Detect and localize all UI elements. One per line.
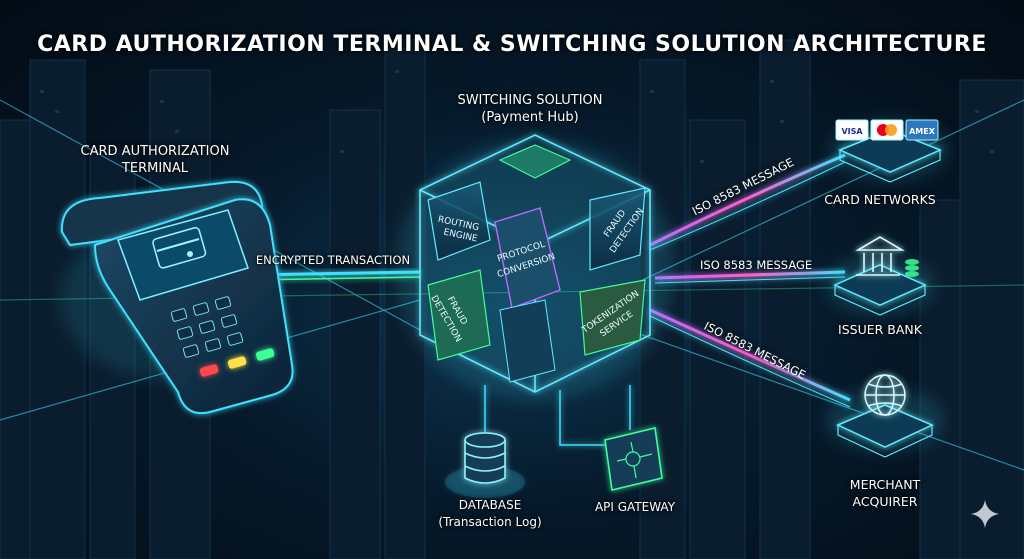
module-protocol-conversion[interactable]: PROTOCOL CONVERSION xyxy=(494,207,561,309)
amex-text: AMEX xyxy=(909,127,936,136)
terminal-function-keys xyxy=(199,348,275,377)
globe-icon xyxy=(864,374,906,416)
coin-stack-icon xyxy=(905,259,919,277)
hub-title: SWITCHING SOLUTION (Payment Hub) xyxy=(430,92,630,126)
module-central-grid xyxy=(499,299,556,383)
terminal-keypad xyxy=(170,296,244,358)
switching-hub-cube: ROUTING ENGINE PROTOCOL CONVERSION FRAUD… xyxy=(395,134,675,400)
merchant-acquirer-line2: ACQUIRER xyxy=(852,494,918,509)
sparkle-icon xyxy=(971,500,999,528)
iso-beam-merchant-acquirer xyxy=(649,308,851,408)
page-title: CARD AUTHORIZATION TERMINAL & SWITCHING … xyxy=(37,32,987,57)
visa-text: VISA xyxy=(841,127,863,136)
mastercard-logo xyxy=(870,119,904,141)
iso-beam-issuer-bank xyxy=(654,270,846,284)
issuer-bank-label: ISSUER BANK xyxy=(838,322,922,337)
building-windows xyxy=(40,70,994,163)
card-icon xyxy=(152,226,207,269)
bank-icon xyxy=(855,236,905,276)
terminal-label: CARD AUTHORIZATION TERMINAL xyxy=(70,143,240,177)
merchant-acquirer-label: MERCHANT ACQUIRER xyxy=(830,476,940,510)
database-sublabel: (Transaction Log) xyxy=(438,515,542,529)
database-label-text: DATABASE xyxy=(458,498,522,512)
hub-title-text: SWITCHING SOLUTION xyxy=(457,93,603,108)
encrypted-transaction-label: ENCRYPTED TRANSACTION xyxy=(255,253,411,267)
api-gateway-label: API GATEWAY xyxy=(594,500,676,514)
visa-logo: VISA xyxy=(835,119,869,141)
api-gateway-icon xyxy=(604,427,663,491)
card-networks-node: VISA AMEX xyxy=(830,119,950,183)
module-routing-engine[interactable]: ROUTING ENGINE xyxy=(427,181,491,261)
merchant-acquirer-line1: MERCHANT xyxy=(849,477,921,492)
hub-subtitle: (Payment Hub) xyxy=(481,110,579,125)
iso-beam-card-networks xyxy=(649,153,846,251)
terminal-label-line2: TERMINAL xyxy=(121,161,189,176)
issuer-bank-node xyxy=(825,236,935,316)
terminal-label-line1: CARD AUTHORIZATION xyxy=(80,144,230,159)
card-networks-label: CARD NETWORKS xyxy=(824,192,936,207)
amex-logo: AMEX xyxy=(905,119,939,141)
module-fraud-detection-top[interactable]: FRAUD DETECTION xyxy=(589,187,646,271)
module-tokenization-service[interactable]: TOKENIZATION SERVICE xyxy=(579,279,646,356)
iso-label-issuer-bank: ISO 8583 MESSAGE xyxy=(700,258,813,272)
card-terminal xyxy=(60,180,294,414)
database-label: DATABASE (Transaction Log) xyxy=(415,497,565,531)
database-icon xyxy=(445,432,525,498)
module-top xyxy=(498,144,572,179)
merchant-acquirer-node xyxy=(825,374,945,458)
module-fraud-detection-bottom[interactable]: FRAUD DETECTION xyxy=(427,269,491,361)
